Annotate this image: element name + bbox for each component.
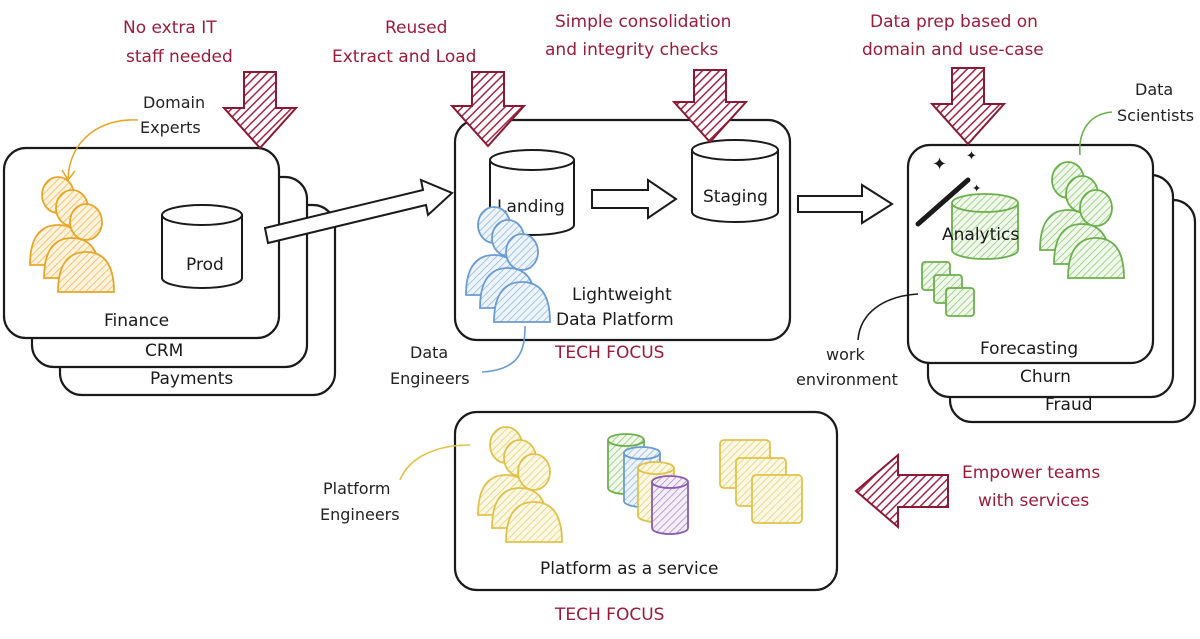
forecasting-label: Forecasting [980, 339, 1078, 359]
platform-title-line2: Data Platform [556, 310, 674, 330]
data-scientists-pointer [1079, 111, 1113, 156]
data-scientists-label-line1: Data [1135, 80, 1173, 99]
empower-line2: with services [978, 491, 1089, 511]
analytics-label: Analytics [942, 225, 1019, 245]
annotation-data-prep: Data prep based on domain and use-case [862, 12, 1044, 146]
service-containers-icon [719, 439, 803, 524]
platform-title-line1: Lightweight [572, 285, 672, 305]
domain-experts-pointer [67, 119, 139, 179]
domain-experts-pointer-head [61, 169, 76, 182]
platform-to-analytics-arrow [797, 183, 894, 225]
data-prep-line1: Data prep based on [870, 12, 1038, 32]
platform-engineers-annotation: Platform Engineers [320, 444, 471, 524]
svg-text:✦: ✦ [972, 182, 981, 195]
no-extra-it-line2: staff needed [126, 47, 233, 67]
work-env-pointer [857, 293, 919, 341]
staging-database-icon [691, 139, 779, 223]
work-environment-icon [921, 261, 975, 317]
data-engineers-label-line2: Engineers [390, 369, 470, 388]
data-scientists-label-line2: Scientists [1117, 106, 1194, 125]
platform-engineers-pointer [399, 444, 471, 481]
reused-arrow-icon [449, 71, 527, 148]
annotation-empower: Empower teams with services [854, 452, 1100, 530]
domain-experts-annotation: Domain Experts [61, 93, 205, 182]
analytics-stack: Forecasting Churn Fraud Analytics ✦ ✦ ✦ [906, 143, 1197, 424]
work-environment-annotation: work environment [796, 293, 919, 389]
data-prep-line2: domain and use-case [862, 40, 1044, 60]
simple-consolidation-line2: and integrity checks [545, 40, 718, 60]
annotation-reused: Reused Extract and Load [332, 18, 527, 148]
landing-to-staging-arrow [591, 178, 678, 220]
annotation-simple-consolidation: Simple consolidation and integrity check… [545, 12, 749, 144]
annotation-no-extra-it: No extra IT staff needed [123, 18, 299, 150]
data-engineers-pointer [481, 325, 526, 373]
data-engineers-label-line1: Data [410, 343, 448, 362]
no-extra-it-line1: No extra IT [123, 18, 217, 38]
data-engineers-annotation: Data Engineers [390, 325, 526, 388]
domain-experts-label-line2: Experts [140, 118, 201, 137]
tech-focus-paas: TECH FOCUS [554, 605, 664, 625]
paas-box: Platform as a service [453, 410, 839, 592]
platform-engineers-label-line2: Engineers [320, 505, 400, 524]
landing-label: Landing [497, 197, 565, 217]
prod-label: Prod [186, 255, 224, 275]
simple-consolidation-line1: Simple consolidation [555, 12, 731, 32]
magic-wand-icon: ✦ ✦ ✦ [915, 149, 981, 227]
svg-text:✦: ✦ [932, 154, 947, 175]
svg-text:✦: ✦ [966, 149, 977, 164]
data-prep-arrow-icon [929, 67, 1007, 146]
paas-title: Platform as a service [540, 559, 719, 579]
empower-arrow-icon [854, 452, 949, 530]
reused-line2: Extract and Load [332, 47, 476, 67]
landing-database-icon [489, 149, 575, 236]
no-extra-it-arrow-icon [221, 71, 299, 150]
finance-label: Finance [104, 311, 169, 331]
reused-line1: Reused [385, 18, 447, 38]
empower-line1: Empower teams [962, 463, 1100, 483]
work-env-label-line2: environment [796, 370, 898, 389]
prod-database-icon [161, 204, 243, 289]
payments-label: Payments [150, 369, 233, 389]
platform-box: Landing Staging Lightweight Data Platfor… [453, 118, 792, 342]
sources-stack: Finance CRM Payments Prod [2, 146, 337, 397]
tech-focus-platform: TECH FOCUS [554, 343, 664, 363]
service-databases-icon [607, 433, 689, 535]
platform-engineers-label-line1: Platform [323, 479, 390, 498]
simple-consolidation-arrow-icon [671, 69, 749, 144]
churn-label: Churn [1020, 367, 1071, 387]
crm-label: CRM [145, 341, 183, 361]
analytics-database-icon [951, 193, 1019, 260]
work-env-label-line1: work [826, 345, 865, 364]
data-scientists-annotation: Data Scientists [1079, 80, 1194, 156]
staging-label: Staging [703, 187, 768, 207]
fraud-label: Fraud [1045, 395, 1093, 415]
domain-experts-label-line1: Domain [143, 93, 205, 112]
sources-to-platform-arrow [263, 178, 454, 245]
